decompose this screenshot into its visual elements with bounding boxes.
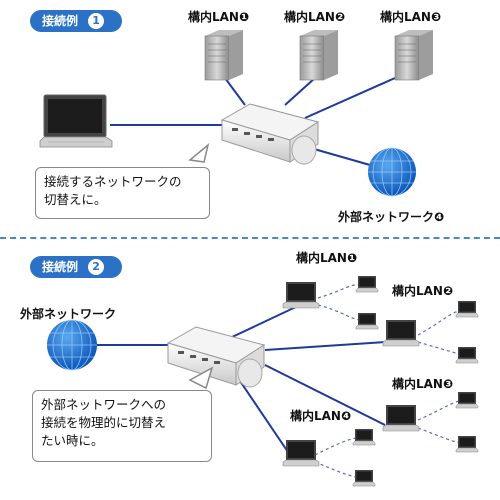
callout-tail <box>188 366 214 390</box>
server-icon <box>394 30 433 81</box>
laptop-icon <box>355 276 379 293</box>
lan-label-2: 構内LAN❷ <box>284 10 346 24</box>
external-network-label: 外部ネットワーク <box>20 307 117 321</box>
laptop-icon <box>355 313 379 330</box>
server-icon <box>299 30 338 81</box>
link-switch-lan1 <box>229 304 301 339</box>
globe-icon <box>368 147 416 197</box>
section2-links <box>95 304 386 456</box>
external-network-label: 外部ネットワーク❹ <box>338 210 445 224</box>
laptop-icon <box>282 440 320 467</box>
laptop-icon <box>455 301 479 318</box>
callout-line: 接続するネットワークの <box>44 174 182 189</box>
lan-label-1: 構内LAN❶ <box>296 251 358 265</box>
link-switch-lan3 <box>264 364 386 426</box>
section-divider <box>0 237 500 239</box>
callout-line: 切替えに。 <box>44 192 107 207</box>
callout-line: たい時に。 <box>41 433 104 448</box>
laptop-icon <box>382 405 420 432</box>
section1-links <box>110 77 396 166</box>
laptop-icon <box>352 470 376 487</box>
laptop-icon <box>39 94 113 148</box>
callout-line: 接続を物理的に切替え <box>41 415 167 430</box>
connection-example-1-badge: 接続例 1 <box>30 10 122 32</box>
small-laptops <box>352 276 479 487</box>
link-switch-lan1 <box>224 77 246 106</box>
link-switch-lan2 <box>284 77 316 106</box>
globe-icon <box>47 319 97 371</box>
badge-number: 1 <box>88 12 105 29</box>
callout-section1: 接続するネットワークの 切替えに。 <box>35 167 210 219</box>
lan-label-1: 構内LAN❶ <box>188 10 250 24</box>
laptop-icon <box>455 347 479 364</box>
link-switch-lan2 <box>264 341 386 351</box>
switch-icon <box>166 326 266 388</box>
link-switch-lan3 <box>304 77 396 119</box>
badge-number: 2 <box>88 258 105 275</box>
laptop-icon <box>352 429 376 446</box>
callout-section2: 外部ネットワークへの 接続を物理的に切替え たい時に。 <box>32 390 212 462</box>
laptop-icon <box>382 320 420 347</box>
laptop-icon <box>455 436 479 453</box>
link-switch-lan4 <box>237 377 291 456</box>
connection-example-2-badge: 接続例 2 <box>30 256 122 278</box>
server-icon <box>204 30 243 81</box>
laptop-icon <box>282 282 320 309</box>
switch-icon <box>220 103 320 165</box>
lan-label-2: 構内LAN❷ <box>392 284 454 298</box>
lan-label-4: 構内LAN❹ <box>290 409 352 423</box>
badge-label: 接続例 <box>42 14 79 28</box>
badge-label: 接続例 <box>42 260 79 274</box>
callout-line: 外部ネットワークへの <box>41 397 167 412</box>
callout-tail <box>188 142 210 163</box>
lan-label-3: 構内LAN❸ <box>392 377 454 391</box>
laptop-icon <box>455 392 479 409</box>
lan-label-3: 構内LAN❸ <box>380 10 442 24</box>
